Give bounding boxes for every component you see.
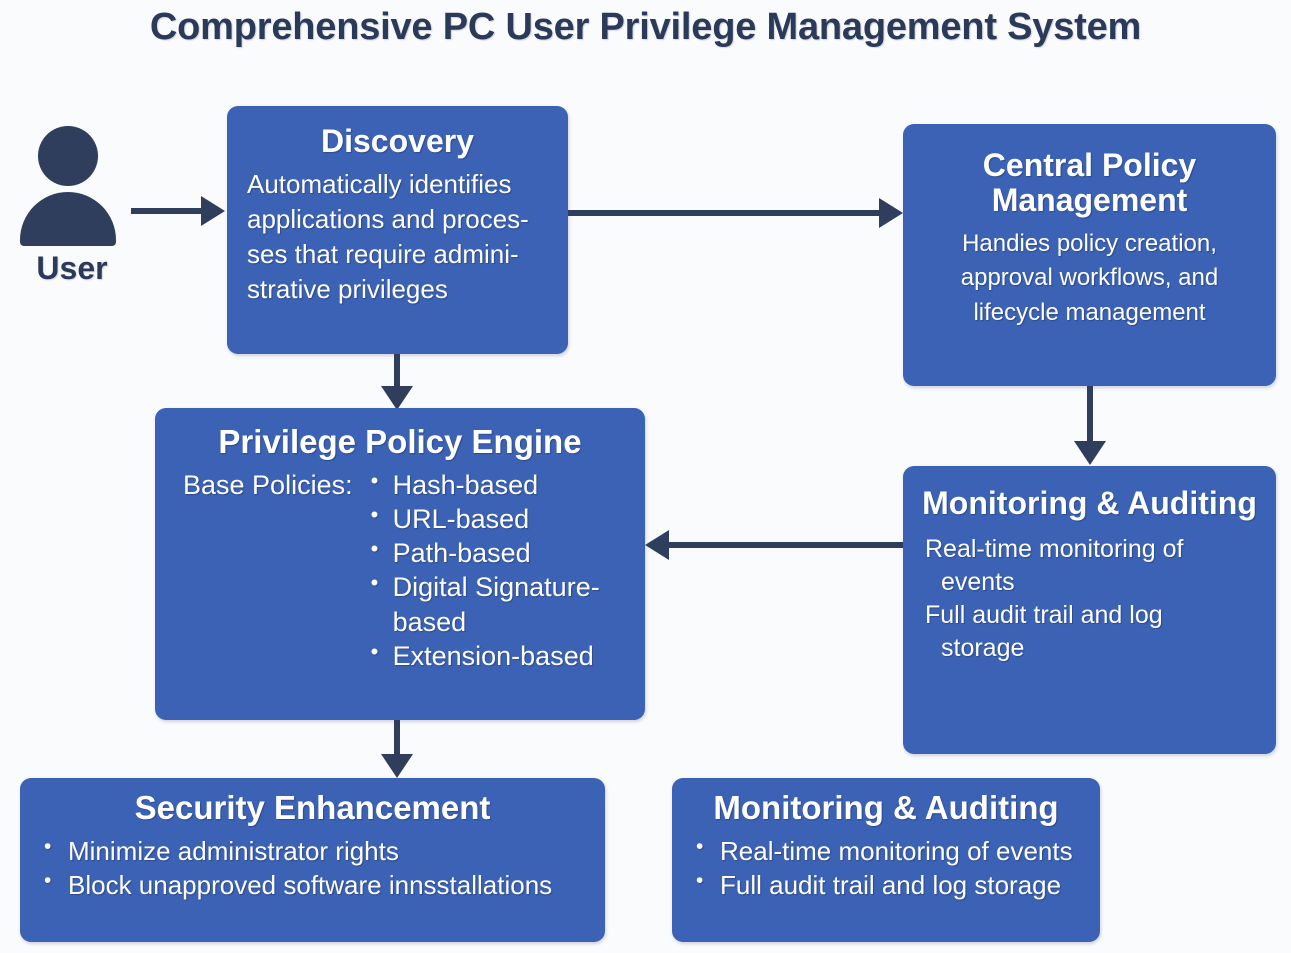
base-policies-list: Hash-based URL-based Path-based Digital … [353,467,645,674]
node-monitoring-body-line: events [941,567,1015,596]
arrow-shaft [1087,386,1093,444]
node-monitoring-title: Monitoring & Auditing [903,486,1276,521]
node-monitoring-body-line: Full audit trail and log [925,600,1163,629]
node-discovery-body-line: ses that require admini- [247,238,519,269]
monitoring-bottom-bullet-list: Real-time monitoring of events Full audi… [672,833,1100,903]
node-privilege-policy-engine[interactable]: Privilege Policy Engine Base Policies: H… [155,408,645,720]
node-discovery[interactable]: Discovery Automatically identifies appli… [227,106,568,354]
arrow-central-policy-to-monitoring [1074,386,1106,468]
user-actor: User [12,126,132,286]
policy-list-item: Hash-based [371,467,645,502]
arrow-head-down-icon [381,754,413,778]
user-label: User [36,250,108,286]
arrow-shaft [131,208,203,214]
node-central-policy-title-line: Management [991,181,1188,218]
node-monitoring-auditing-right[interactable]: Monitoring & Auditing Real-time monitori… [903,466,1276,754]
node-central-policy-body-line: approval workflows, and [960,264,1219,292]
arrow-shaft [667,542,903,548]
arrow-head-right-icon [879,198,903,228]
policy-list-item: Digital Signature-based [371,569,645,639]
arrow-discovery-to-central-policy [568,198,903,228]
user-icon-body [20,192,116,246]
base-policies-label: Base Policies: [183,469,353,500]
monitoring-bullet-item: Real-time monitoring of events [694,833,1090,868]
page-title: Comprehensive PC User Privilege Manageme… [149,6,1142,48]
node-central-policy-title: Central Policy Management [903,148,1276,217]
node-central-policy-body-line: Handies policy creation, [962,230,1217,258]
arrow-head-right-icon [201,196,225,226]
monitoring-bullet-item: Full audit trail and log storage [694,867,1090,902]
arrow-head-left-icon [645,530,669,560]
arrow-shaft [394,354,400,390]
policy-list-item: Path-based [371,535,645,570]
node-monitoring-bottom-title: Monitoring & Auditing [713,789,1059,826]
arrow-discovery-to-policy-engine [381,354,413,410]
node-monitoring-title-line: Monitoring [922,485,1088,521]
policy-list-item: Extension-based [371,638,645,673]
node-security-title: Security Enhancement [134,789,491,826]
node-policy-engine-title: Privilege Policy Engine [218,423,582,460]
security-bullet-item: Block unapproved software innsstallation… [42,867,595,902]
node-monitoring-auditing-bottom[interactable]: Monitoring & Auditing Real-time monitori… [672,778,1100,942]
security-bullet-list: Minimize administrator rights Block unap… [20,833,605,903]
node-monitoring-body-line: Real-time monitoring of [925,534,1184,563]
node-discovery-body-line: applications and proces- [247,203,529,234]
node-monitoring-title-line: & Auditing [1096,485,1257,521]
node-discovery-body-line: strative privileges [247,274,448,305]
node-discovery-body-line: Automatically identifies [247,168,512,199]
node-discovery-body: Automatically identifies applications an… [227,167,568,308]
policy-list-item: URL-based [371,501,645,536]
node-central-policy-body: Handies policy creation, approval workfl… [903,227,1276,330]
arrow-head-down-icon [1074,441,1106,465]
arrow-shaft [568,210,881,216]
security-bullet-item: Minimize administrator rights [42,833,595,868]
arrow-shaft [394,720,400,758]
node-central-policy-body-line: lifecycle management [973,298,1206,326]
node-central-policy-management[interactable]: Central Policy Management Handies policy… [903,124,1276,386]
node-monitoring-body: Real-time monitoring of events Full audi… [903,533,1276,665]
arrow-monitoring-to-policy-engine [645,530,903,560]
arrow-head-down-icon [381,386,413,410]
arrow-user-to-discovery [131,196,227,226]
node-monitoring-body-line: storage [941,633,1025,662]
node-discovery-title: Discovery [321,123,474,159]
node-central-policy-title-line: Central Policy [982,147,1197,183]
arrow-policy-engine-to-security [381,720,413,780]
node-security-enhancement[interactable]: Security Enhancement Minimize administra… [20,778,605,942]
user-icon-head [38,126,98,186]
node-policy-engine-content: Base Policies: Hash-based URL-based Path… [155,467,645,674]
